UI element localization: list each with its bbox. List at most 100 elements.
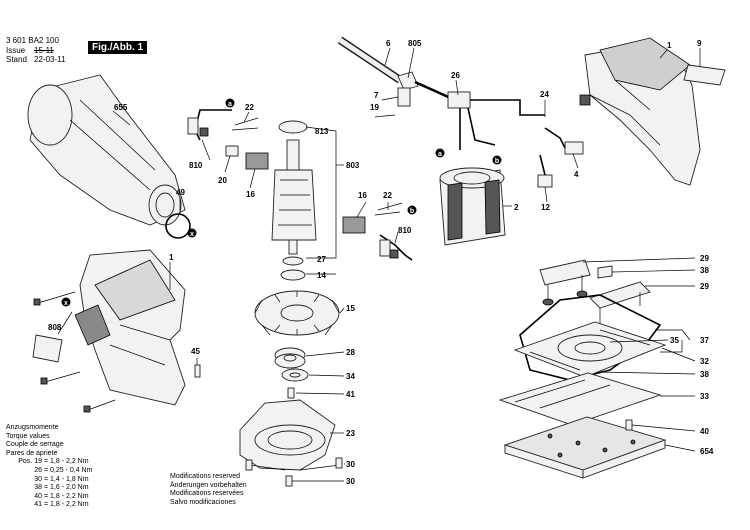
brush-holder-group-2: [342, 202, 413, 261]
marker-x: x: [190, 231, 194, 238]
callout: 37: [700, 336, 709, 345]
brush-holder-group: [187, 109, 269, 170]
note-line: Salvo modificaciones: [170, 498, 236, 506]
marker-b: b: [410, 208, 414, 215]
torque-pos: Pos. 19: [18, 458, 42, 466]
torque-row: 40= 1,8 - 2,2 Nm: [6, 493, 92, 502]
callout: 41: [346, 390, 355, 399]
callout: 655: [114, 103, 128, 112]
torque-pos: 40: [34, 492, 42, 500]
callout: 26: [451, 71, 460, 80]
callout: 810: [398, 226, 412, 235]
cable-clamp-part: [397, 87, 411, 107]
torque-value: = 1,8 - 2,2 Nm: [44, 492, 89, 500]
torque-heading: Torque values: [6, 432, 50, 440]
connection-markers: a b a b x x: [61, 98, 502, 307]
callout: 805: [408, 39, 422, 48]
issue-value: 15-11: [34, 46, 54, 55]
screw-41-part: [287, 387, 295, 399]
power-cable-part: [337, 36, 456, 102]
callout: 9: [697, 39, 702, 48]
torque-row: Pos. 19= 1,8 - 2,2 Nm: [6, 458, 92, 467]
screw-parts: [33, 291, 201, 413]
label-part: [32, 334, 63, 363]
note-line: Änderungen vorbehalten: [170, 481, 247, 489]
callout: 14: [317, 271, 326, 280]
sanding-pad-part: [498, 372, 662, 426]
callout: 22: [383, 191, 392, 200]
issue-label: Issue: [6, 46, 26, 55]
figure-label: Fig./Abb. 1: [88, 41, 148, 54]
callout: 29: [700, 282, 709, 291]
dust-adapter-part: [239, 399, 343, 487]
base-plate-part: [513, 321, 667, 378]
callout: 45: [191, 347, 200, 356]
note-line: Modifications reserved: [170, 473, 241, 480]
callout: 38: [700, 370, 709, 379]
callout: 6: [386, 39, 391, 48]
torque-pos: 26: [34, 466, 42, 474]
callout: 34: [346, 372, 355, 381]
callout: 32: [700, 357, 709, 366]
note-line: Modifications reservées: [170, 490, 244, 498]
callout: 28: [346, 348, 355, 357]
torque-heading: Anzugsmomente: [6, 424, 59, 431]
torque-pos: 30: [34, 475, 42, 483]
torque-pos: 38: [34, 484, 42, 492]
stand-label: Stand: [6, 55, 27, 64]
modification-notes: Modifications reserved Änderungen vorbeh…: [170, 473, 247, 507]
callout: 23: [346, 429, 355, 438]
sanding-sheet-part: [503, 416, 667, 479]
callout: 1: [667, 41, 672, 50]
callout: 35: [670, 336, 679, 345]
o-ring-part: [165, 213, 191, 239]
field-coil-part: [439, 167, 506, 246]
torque-value: = 1,8 - 2,2 Nm: [44, 458, 89, 466]
torque-pos: 41: [34, 501, 42, 509]
callout: 49: [176, 188, 185, 197]
torque-row: 30= 1,4 - 1,8 Nm: [6, 476, 92, 485]
torque-heading: Couple de serrage: [6, 441, 64, 449]
nameplate-part: [683, 64, 726, 86]
callout: 22: [245, 103, 254, 112]
callout: 813: [315, 127, 329, 136]
callout: 19: [370, 103, 379, 112]
torque-value: = 1,6 - 2,0 Nm: [44, 484, 89, 492]
fan-part: [254, 290, 340, 336]
callout-labels: 655 49 1 808 45 22 810 20 16 813 803 27 …: [48, 39, 714, 486]
document-number: 3 601 BA2 100: [6, 36, 59, 45]
screw-38-part: [597, 265, 613, 279]
torque-row: 41= 1,8 - 2,2 Nm: [6, 501, 92, 510]
callout: 33: [700, 392, 709, 401]
callout: 16: [246, 190, 255, 199]
switch-part: [447, 91, 584, 188]
callout: 810: [189, 161, 203, 170]
rear-housing-part: [74, 249, 186, 406]
callout: 4: [574, 170, 579, 179]
callout: 15: [346, 304, 355, 313]
stand-value: 22-03-11: [34, 55, 66, 64]
callout: 29: [700, 254, 709, 263]
callout: 7: [374, 91, 379, 100]
bearing-part: [274, 347, 306, 369]
washer-part: [281, 368, 309, 382]
clamp-screw-part: [374, 114, 396, 118]
marker-a: a: [228, 101, 232, 108]
armature-part: [271, 120, 317, 281]
callout: 808: [48, 323, 62, 332]
leader-lines: [57, 47, 701, 482]
handle-housing-part: [579, 37, 701, 186]
front-housing-part: [27, 74, 186, 226]
callout: 27: [317, 255, 326, 264]
torque-value: = 0,25 - 0,4 Nm: [44, 466, 93, 474]
marker-b: b: [495, 158, 499, 165]
screw-40-part: [625, 419, 633, 431]
callout: 2: [514, 203, 519, 212]
callout: 16: [358, 191, 367, 200]
callout: 30: [346, 460, 355, 469]
callout: 38: [700, 266, 709, 275]
callout: 20: [218, 176, 227, 185]
torque-value: = 1,8 - 2,2 Nm: [44, 501, 89, 509]
callout: 40: [700, 427, 709, 436]
callout: 24: [540, 90, 549, 99]
